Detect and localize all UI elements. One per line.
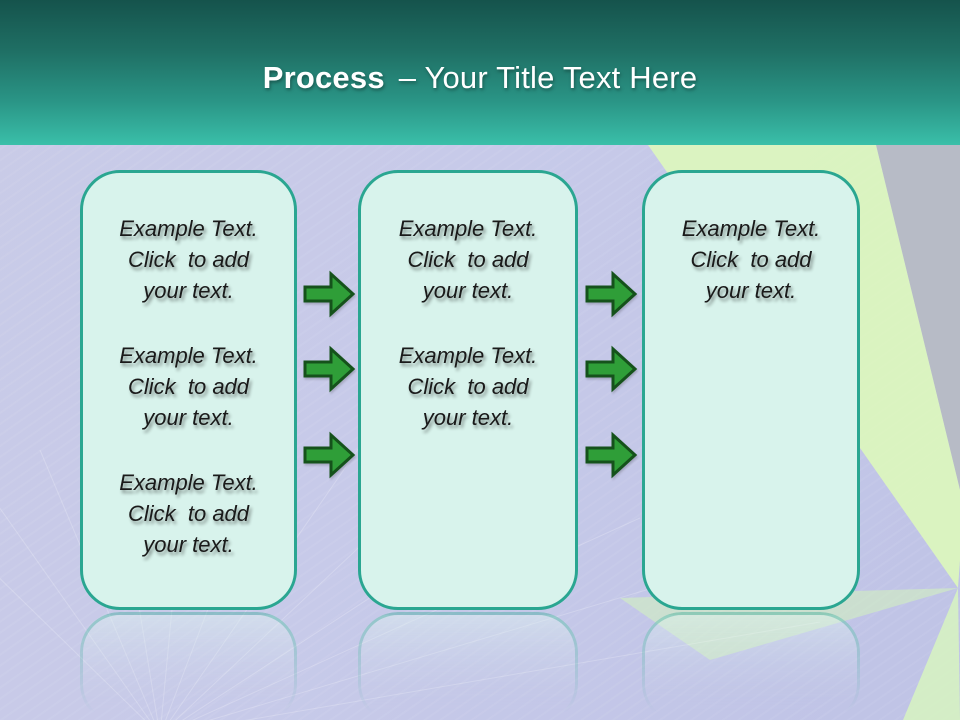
process-box-1[interactable]: Example Text. Click to add your text. Ex… xyxy=(80,170,297,610)
box-reflection xyxy=(642,612,860,720)
header-band: Process – Your Title Text Here xyxy=(0,0,960,145)
arrow-right-icon xyxy=(303,345,356,393)
placeholder-text[interactable]: Example Text. Click to add your text. xyxy=(119,470,258,557)
placeholder-text[interactable]: Example Text. Click to add your text. xyxy=(119,216,258,303)
arrow-right-icon xyxy=(585,345,638,393)
arrow-right-icon xyxy=(585,431,638,479)
slide-title[interactable]: Process – Your Title Text Here xyxy=(263,50,698,96)
slide-title-keyword: Process xyxy=(262,59,385,95)
placeholder-text[interactable]: Example Text. Click to add your text. xyxy=(119,343,258,430)
box-reflection xyxy=(358,612,578,720)
placeholder-text[interactable]: Example Text. Click to add your text. xyxy=(398,343,538,430)
green-ray-down-shape xyxy=(903,588,960,720)
arrow-right-icon xyxy=(585,270,638,318)
arrow-right-icon xyxy=(303,270,356,318)
slide-title-placeholder: – Your Title Text Here xyxy=(398,59,698,95)
gray-wedge-shape xyxy=(876,145,960,490)
placeholder-text[interactable]: Example Text. Click to add your text. xyxy=(398,216,538,303)
process-box-2[interactable]: Example Text. Click to add your text. Ex… xyxy=(358,170,578,610)
placeholder-text[interactable]: Example Text. Click to add your text. xyxy=(681,216,821,303)
process-box-3[interactable]: Example Text. Click to add your text. xyxy=(642,170,860,610)
box-reflection xyxy=(80,612,297,720)
arrow-right-icon xyxy=(303,431,356,479)
